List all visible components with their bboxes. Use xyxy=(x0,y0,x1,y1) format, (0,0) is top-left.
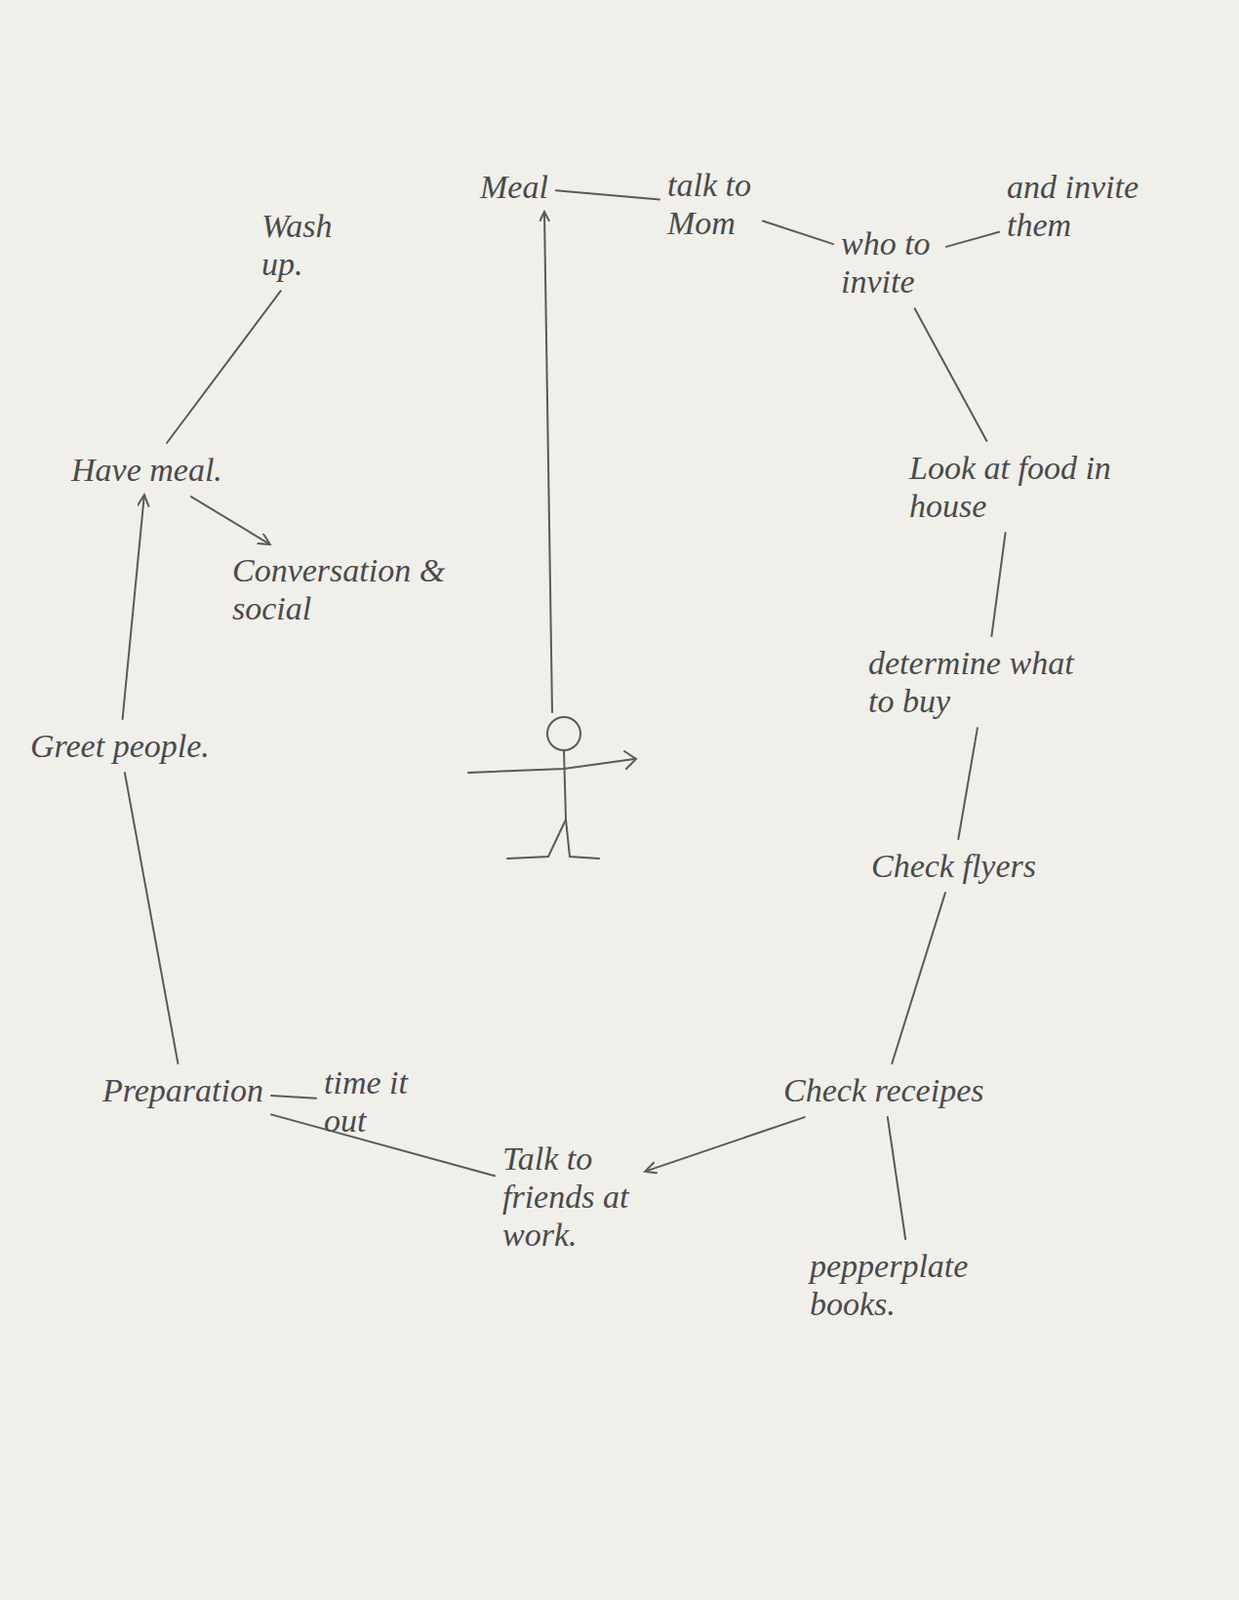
node-text: Have meal. xyxy=(71,450,223,489)
pencil-connector xyxy=(887,1117,906,1239)
note-text-node: and invite them xyxy=(1006,167,1178,244)
pencil-connector xyxy=(646,1117,805,1171)
note-text-node: Talk to friends at work. xyxy=(502,1139,640,1254)
note-text-node: Wash up. xyxy=(261,206,369,283)
pencil-connector xyxy=(946,232,1000,247)
note-text-node: Look at food in house xyxy=(909,448,1115,525)
node-text: Talk to friends at work. xyxy=(502,1139,640,1254)
pencil-connector xyxy=(762,221,834,245)
pencil-connector xyxy=(271,1114,495,1176)
node-text: pepperplate books. xyxy=(809,1246,1015,1323)
pencil-connector xyxy=(191,496,269,544)
node-text: Check receipes xyxy=(783,1071,984,1110)
note-text-node: who to invite xyxy=(840,224,939,301)
node-text: Look at food in house xyxy=(909,448,1115,525)
node-text: Meal xyxy=(479,167,549,206)
stick-figure-lines xyxy=(468,212,637,859)
note-text-node: Check flyers xyxy=(871,846,1037,885)
note-text-node: Preparation xyxy=(102,1071,264,1110)
pencil-connector xyxy=(891,892,946,1064)
pencil-connector xyxy=(958,727,978,840)
node-text: determine what to buy xyxy=(868,643,1103,720)
node-text: who to invite xyxy=(840,224,939,301)
node-text: Conversation & social xyxy=(232,551,457,628)
note-text-node: Conversation & social xyxy=(232,551,457,628)
node-text: Greet people. xyxy=(30,726,210,765)
node-text: Wash up. xyxy=(261,206,369,283)
note-text-node: determine what to buy xyxy=(868,643,1103,720)
node-text: Check flyers xyxy=(871,846,1037,885)
pencil-connector xyxy=(166,290,281,443)
node-text: talk to Mom xyxy=(667,165,756,242)
note-text-node: talk to Mom xyxy=(667,165,756,242)
note-text-node: Greet people. xyxy=(30,726,210,765)
note-text-node: pepperplate books. xyxy=(809,1246,1015,1323)
note-text-node: Check receipes xyxy=(783,1071,984,1110)
note-text-node: time it out xyxy=(323,1063,417,1140)
pencil-connector xyxy=(271,1095,317,1099)
note-text-node: Have meal. xyxy=(71,450,223,489)
note-text-node: Meal xyxy=(479,167,549,206)
pencil-connector xyxy=(915,308,988,441)
node-text: time it out xyxy=(323,1063,417,1140)
pencil-connector xyxy=(122,496,145,720)
node-text: Preparation xyxy=(102,1071,264,1110)
pencil-connector xyxy=(991,532,1005,637)
node-text: and invite them xyxy=(1006,167,1178,244)
pencil-connector xyxy=(556,190,660,200)
pencil-connector xyxy=(124,772,178,1064)
